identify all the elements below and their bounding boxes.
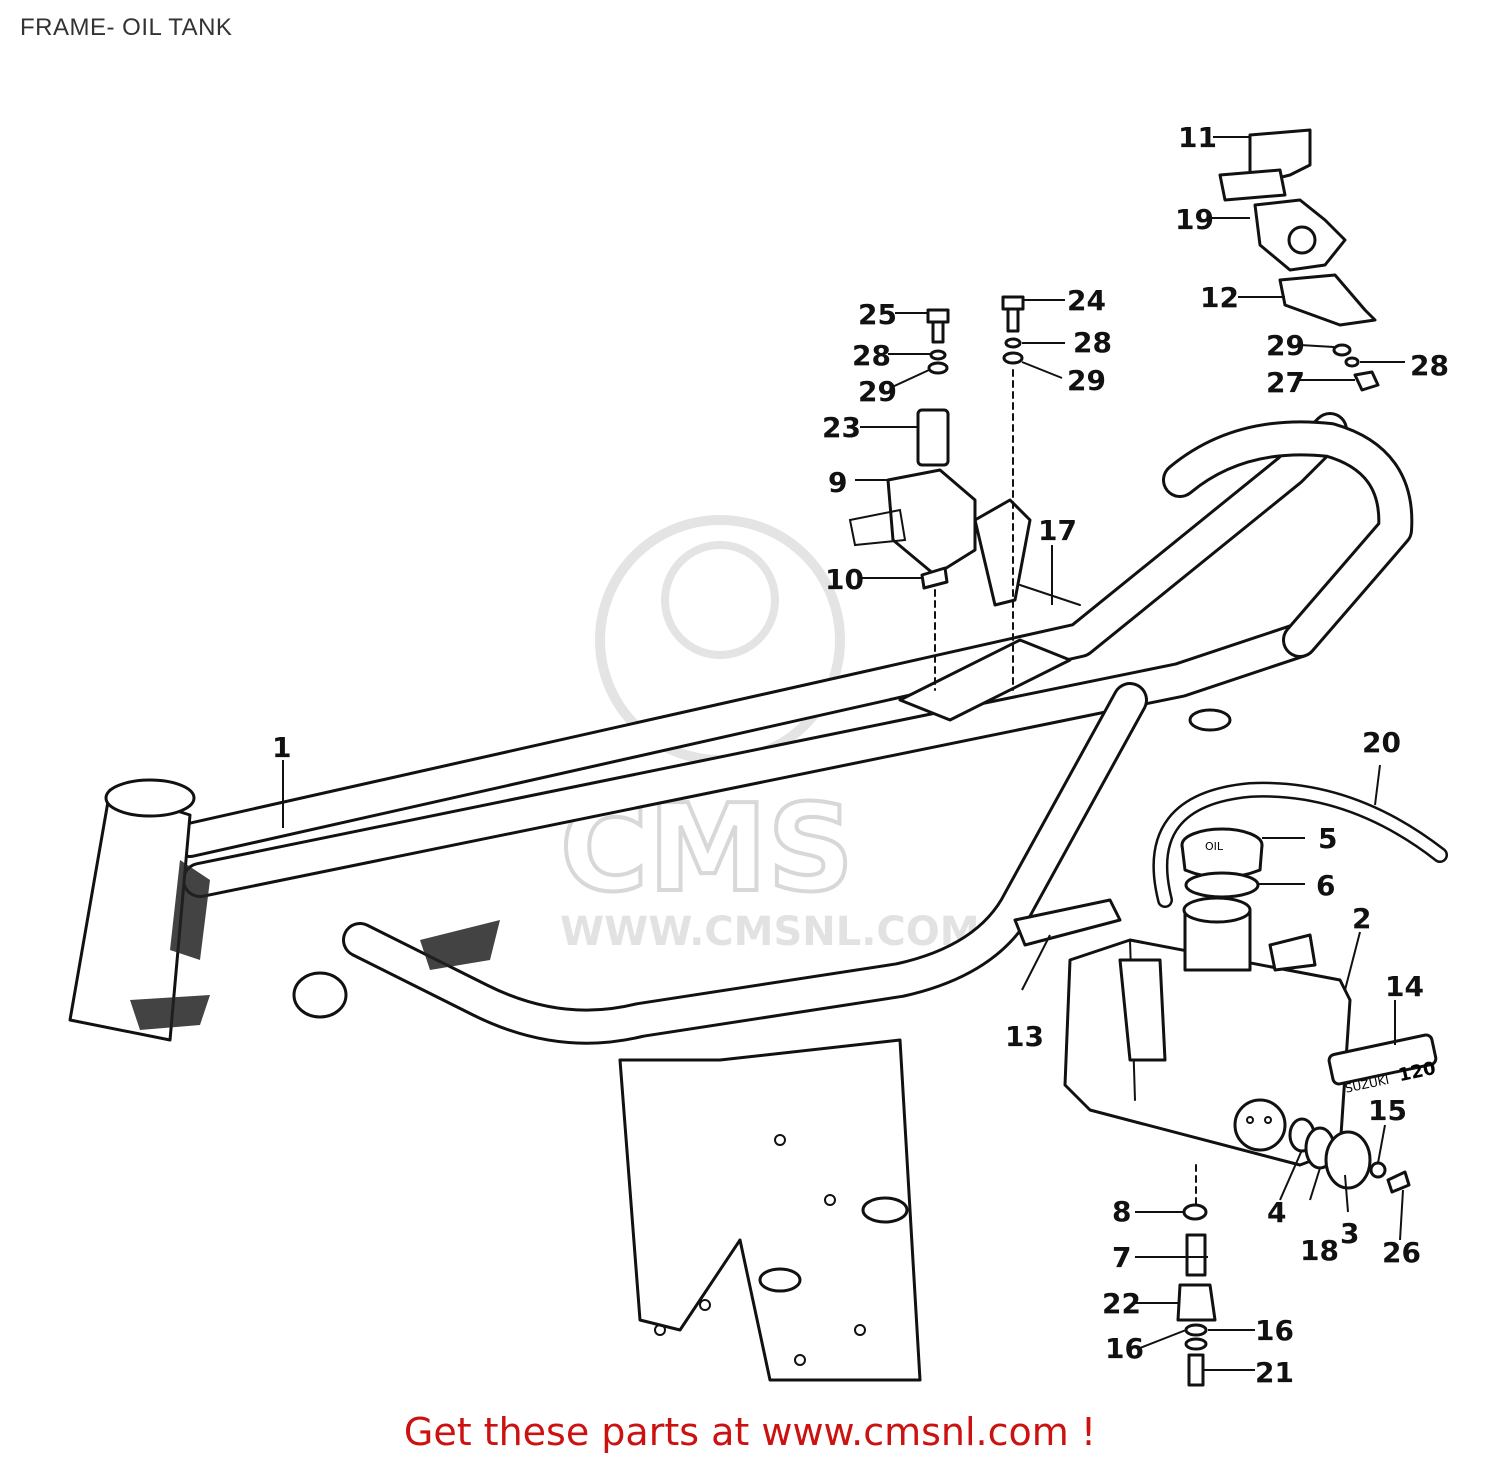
watermark-url-text: WWW.CMSNL.COM — [560, 909, 980, 955]
callout-29a: 29 — [858, 375, 897, 408]
bracket-part-19[interactable] — [1253, 198, 1347, 272]
leader-lines — [282, 136, 1405, 1371]
callout-29b: 29 — [1067, 364, 1106, 397]
callout-23: 23 — [822, 411, 861, 444]
washer-part-28c[interactable] — [1344, 356, 1360, 368]
callout-7: 7 — [1112, 1241, 1131, 1274]
callout-17: 17 — [1038, 514, 1077, 547]
nut-part-27[interactable] — [1353, 370, 1380, 392]
callout-25: 25 — [858, 298, 897, 331]
callout-10: 10 — [825, 563, 864, 596]
washer-part-29c[interactable] — [1332, 343, 1352, 357]
collar-part-23[interactable] — [916, 408, 950, 467]
callout-27: 27 — [1266, 366, 1305, 399]
callout-18: 18 — [1300, 1234, 1339, 1267]
callout-22: 22 — [1102, 1287, 1141, 1320]
callout-11: 11 — [1178, 121, 1217, 154]
plate-part-10[interactable] — [920, 566, 949, 590]
callouts: 1 2 3 4 5 6 7 8 9 10 11 12 13 14 15 16 1… — [272, 121, 1449, 1389]
callout-9: 9 — [828, 466, 847, 499]
bolt-part-25[interactable] — [926, 308, 950, 344]
callout-19: 19 — [1175, 203, 1214, 236]
washer-part-28a[interactable] — [929, 349, 947, 361]
bracket-part-11[interactable] — [1218, 128, 1312, 202]
callout-8: 8 — [1112, 1195, 1131, 1228]
footer-link-text[interactable]: Get these parts at www.cmsnl.com ! — [403, 1410, 1097, 1454]
callout-4: 4 — [1267, 1196, 1286, 1229]
callout-1: 1 — [272, 731, 291, 764]
callout-20: 20 — [1362, 726, 1401, 759]
cap-gasket-part-6[interactable] — [1184, 871, 1260, 899]
callout-16a: 16 — [1105, 1332, 1144, 1365]
callout-28b: 28 — [1073, 326, 1112, 359]
drain-fitting-stack[interactable] — [1176, 1164, 1217, 1387]
bolt-part-24[interactable] — [1001, 295, 1025, 333]
callout-21: 21 — [1255, 1356, 1294, 1389]
callout-15: 15 — [1368, 1094, 1407, 1127]
callout-3: 3 — [1340, 1217, 1359, 1250]
callout-28a: 28 — [852, 339, 891, 372]
pin-part-17[interactable] — [1019, 584, 1081, 606]
washer-part-29a[interactable] — [927, 361, 949, 375]
tank-mount-hardware[interactable] — [1288, 1117, 1411, 1194]
callout-2: 2 — [1352, 902, 1371, 935]
callout-28c: 28 — [1410, 349, 1449, 382]
callout-26: 26 — [1382, 1236, 1421, 1269]
washer-part-29b[interactable] — [1002, 351, 1024, 365]
oil-cap-part-5[interactable]: OIL — [1180, 827, 1264, 879]
frame-part-1[interactable] — [68, 412, 1414, 1382]
bracket-part-12[interactable] — [1278, 273, 1377, 327]
callout-12: 12 — [1200, 281, 1239, 314]
callout-16b: 16 — [1255, 1314, 1294, 1347]
callout-14: 14 — [1385, 970, 1424, 1003]
page-title: FRAME- OIL TANK — [20, 14, 233, 41]
callout-6: 6 — [1316, 869, 1335, 902]
callout-13: 13 — [1005, 1020, 1044, 1053]
callout-24: 24 — [1067, 284, 1106, 317]
washer-part-28b[interactable] — [1004, 337, 1022, 349]
callout-29c: 29 — [1266, 329, 1305, 362]
bracket-part-9[interactable] — [848, 468, 1032, 607]
rubber-pad-part-13[interactable] — [1013, 898, 1122, 947]
cap-label-text: OIL — [1205, 840, 1224, 853]
callout-5: 5 — [1318, 822, 1337, 855]
